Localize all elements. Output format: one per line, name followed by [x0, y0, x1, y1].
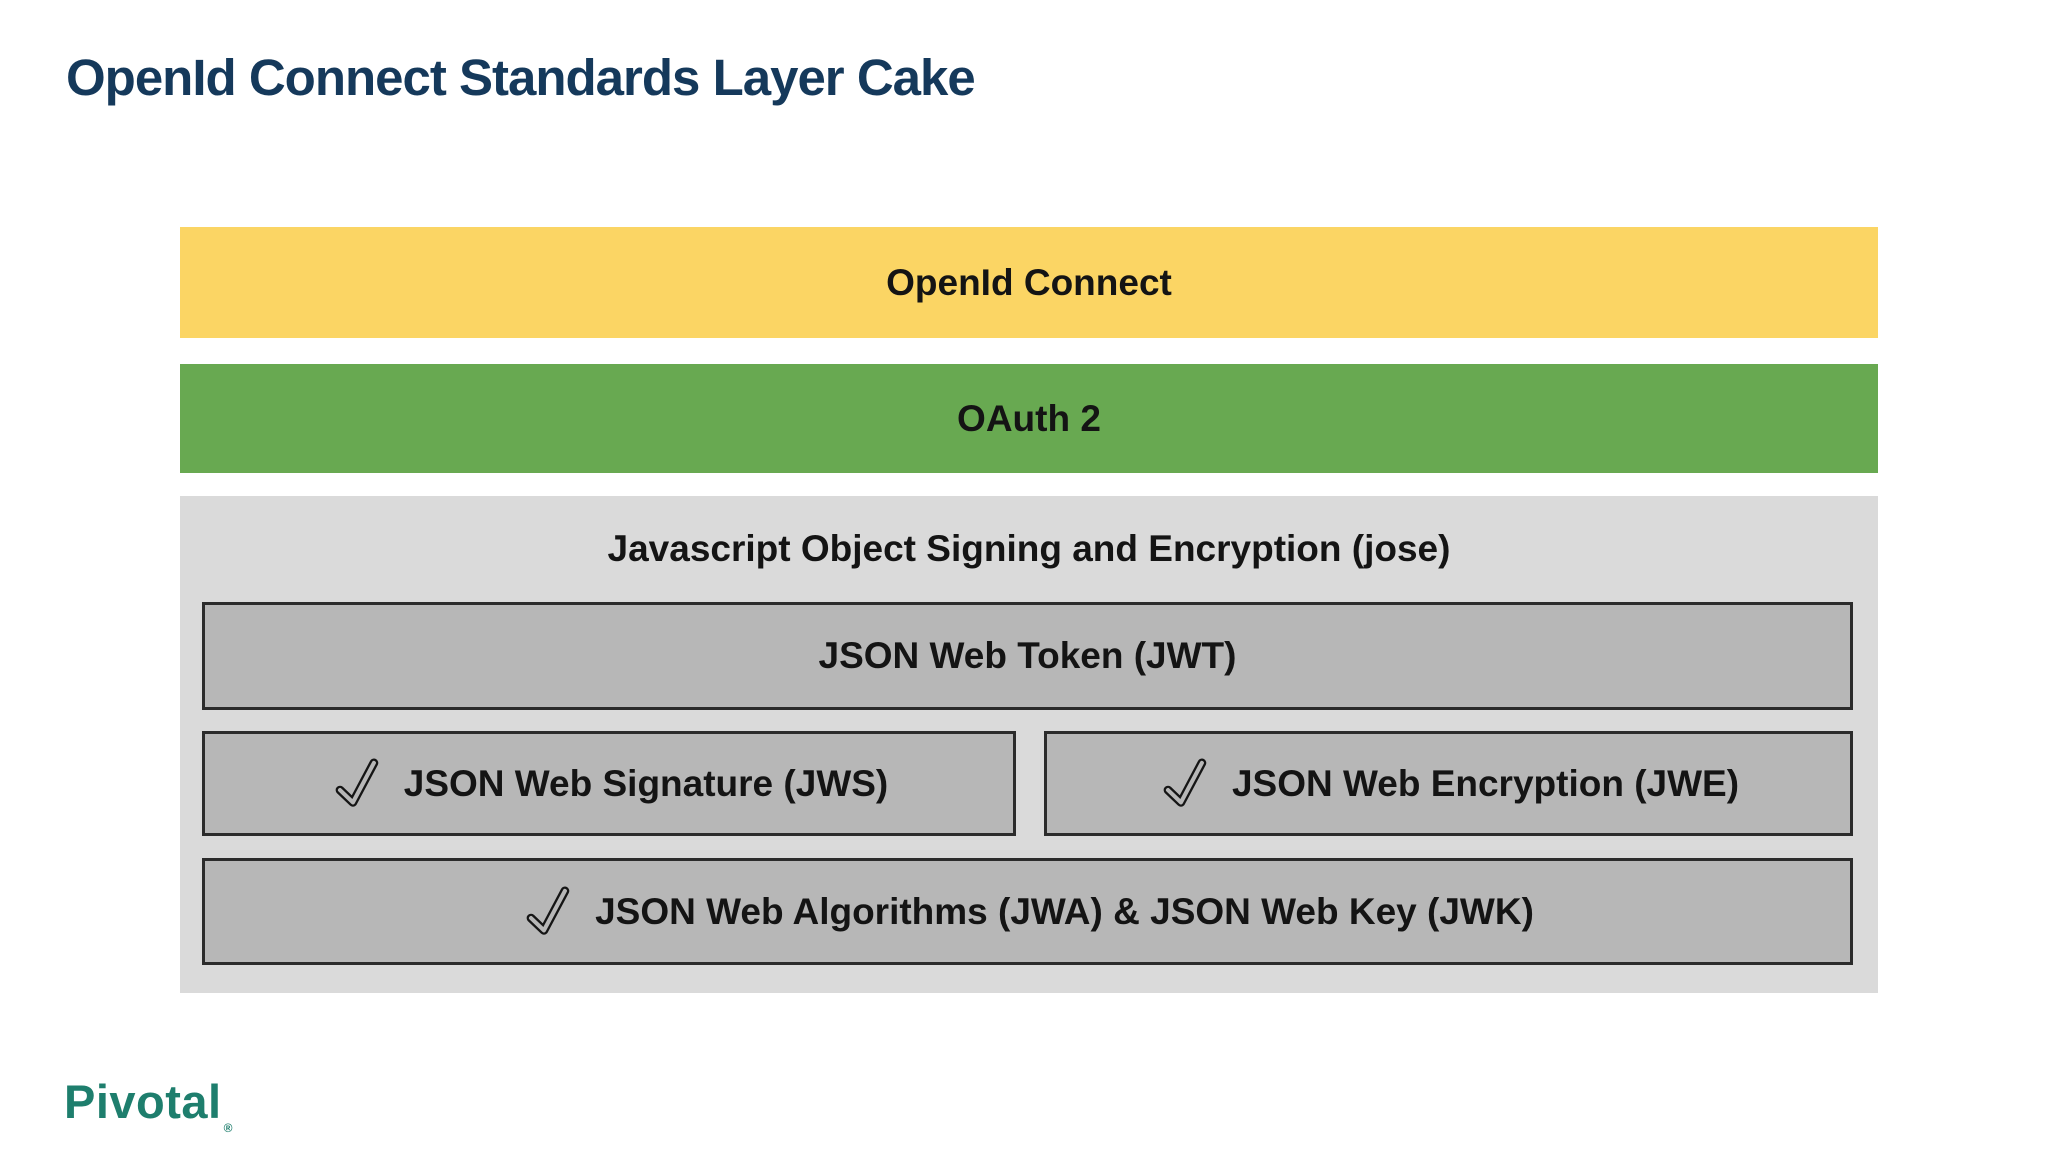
box-jwa-jwk-label: JSON Web Algorithms (JWA) & JSON Web Key…	[595, 890, 1534, 932]
check-icon	[335, 758, 379, 807]
check-icon	[1163, 758, 1207, 807]
layer-oauth2: OAuth 2	[180, 364, 1878, 473]
layer-openid-label: OpenId Connect	[886, 261, 1172, 303]
box-jwt: JSON Web Token (JWT)	[202, 602, 1853, 710]
layer-jose-container: Javascript Object Signing and Encryption…	[180, 496, 1878, 993]
registered-trademark-icon: ®	[223, 1121, 233, 1135]
box-jwa-jwk: JSON Web Algorithms (JWA) & JSON Web Key…	[202, 858, 1853, 965]
page-title: OpenId Connect Standards Layer Cake	[66, 49, 976, 106]
box-jwt-label: JSON Web Token (JWT)	[818, 635, 1237, 676]
box-jwe-label: JSON Web Encryption (JWE)	[1231, 762, 1740, 804]
pivotal-logo-text: Pivotal	[64, 1075, 222, 1128]
layer-oauth-label: OAuth 2	[957, 397, 1101, 439]
jose-label: Javascript Object Signing and Encryption…	[607, 528, 1451, 569]
box-jws-label: JSON Web Signature (JWS)	[403, 762, 889, 804]
box-jws: JSON Web Signature (JWS)	[202, 731, 1016, 836]
layer-openid-connect: OpenId Connect	[180, 227, 1878, 338]
check-icon	[526, 886, 570, 935]
box-jwe: JSON Web Encryption (JWE)	[1044, 731, 1853, 836]
pivotal-logo: Pivotal®	[64, 1076, 233, 1135]
